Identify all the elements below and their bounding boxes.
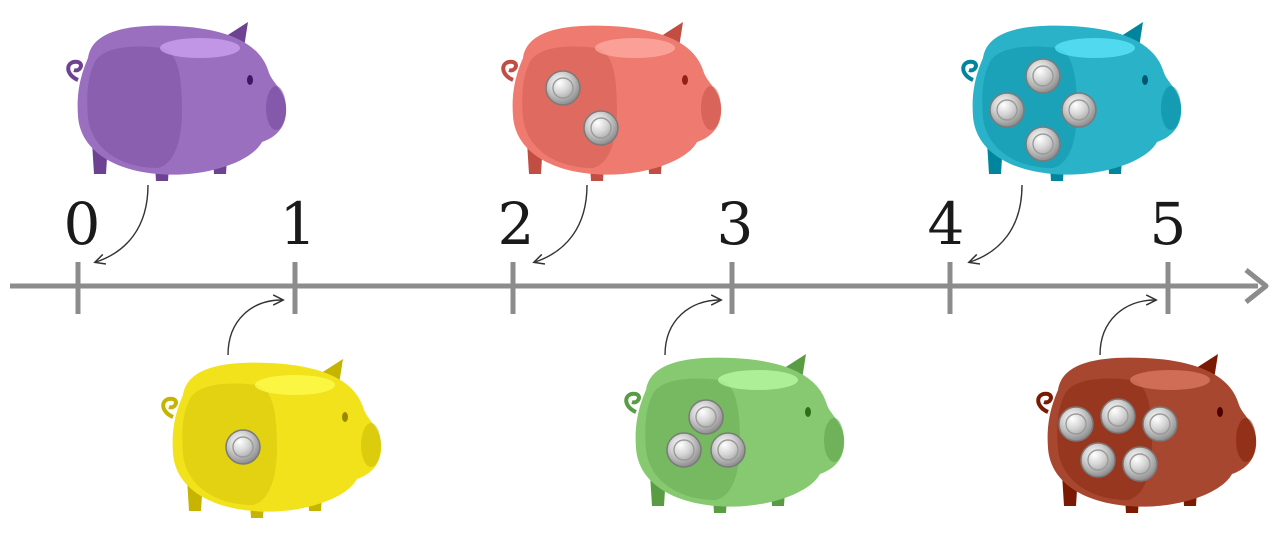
tick-label-5: 5 <box>1150 195 1187 253</box>
tick-label-4: 4 <box>928 195 965 253</box>
pig-eye <box>1142 75 1148 85</box>
piggy-bank-1 <box>163 359 381 518</box>
tick-label-0: 0 <box>64 195 101 253</box>
pig-tail <box>626 394 639 412</box>
coin <box>1143 407 1177 441</box>
piggy-bank-3 <box>626 354 844 513</box>
arrow-to-1 <box>228 300 282 355</box>
pig-snout <box>701 86 721 130</box>
coin <box>689 400 723 434</box>
arrow-to-0 <box>96 185 148 262</box>
pig-highlight <box>160 38 240 58</box>
tick-label-1: 1 <box>280 195 317 253</box>
coin <box>1123 447 1157 481</box>
pig-tail <box>68 62 81 80</box>
arrow-to-2 <box>535 185 587 262</box>
pig-highlight <box>1130 370 1210 390</box>
piggy-bank-4 <box>963 22 1181 181</box>
pig-highlight <box>718 370 798 390</box>
coin <box>667 433 701 467</box>
arrow-to-4 <box>970 185 1022 262</box>
pig-snout <box>824 418 844 462</box>
arrow-to-3 <box>665 300 720 355</box>
pig-tail <box>503 62 516 80</box>
pig-highlight <box>1055 38 1135 58</box>
coin <box>1062 93 1096 127</box>
coin <box>990 93 1024 127</box>
pig-eye <box>682 75 688 85</box>
piggy-bank-5 <box>1038 354 1256 513</box>
coin <box>1026 59 1060 93</box>
pig-tail <box>1038 394 1051 412</box>
coin <box>1026 127 1060 161</box>
coin <box>226 430 260 464</box>
tick-label-2: 2 <box>498 195 535 253</box>
coin <box>1059 407 1093 441</box>
coin <box>584 111 618 145</box>
curved-arrows <box>96 185 1155 355</box>
pig-eye <box>1217 407 1223 417</box>
pig-snout <box>1161 86 1181 130</box>
coin <box>711 433 745 467</box>
pig-highlight <box>255 375 335 395</box>
tick-label-3: 3 <box>717 195 754 253</box>
pig-snout <box>266 86 286 130</box>
arrow-to-5 <box>1100 300 1155 355</box>
pig-eye <box>342 412 348 422</box>
number-line <box>10 262 1266 314</box>
pig-tail <box>163 399 176 417</box>
coins-group <box>226 430 260 464</box>
coin <box>546 71 580 105</box>
pig-eye <box>805 407 811 417</box>
piggy-bank-2 <box>503 22 721 181</box>
coin <box>1101 399 1135 433</box>
pig-eye <box>247 75 253 85</box>
pig-snout <box>361 423 381 467</box>
piggy-bank-0 <box>68 22 286 181</box>
pig-snout <box>1236 418 1256 462</box>
pig-tail <box>963 62 976 80</box>
coin <box>1081 443 1115 477</box>
pig-highlight <box>595 38 675 58</box>
